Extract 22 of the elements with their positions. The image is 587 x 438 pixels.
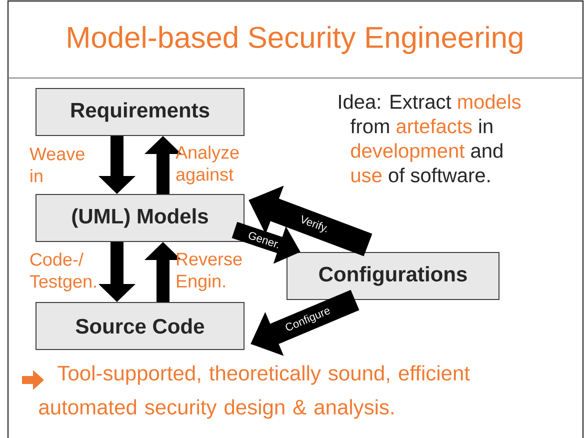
label: and [471, 143, 502, 158]
edge-label: Code-/ Testgen. [30, 252, 96, 292]
conclusion-text: Tool-supported, theoretically sound, efficient automated security design & analysis. [39, 365, 470, 419]
process-box: (UML) Models [36, 194, 244, 242]
label: development [351, 143, 465, 162]
process-box: Configurations [286, 252, 500, 300]
label: of software. [388, 168, 490, 182]
label: artefacts [396, 118, 472, 134]
label: models [458, 94, 521, 109]
process-box: Requirements [36, 88, 244, 136]
label: use [352, 171, 382, 182]
edge-label: Weave in [30, 148, 84, 182]
idea-text: Idea: Extract models from artefacts in development and use of software. [339, 94, 521, 182]
label: in [479, 118, 492, 134]
edge-label: Gener. [248, 232, 278, 248]
label: Idea: Extract [339, 94, 452, 109]
edge-label: Reverse Engin. [177, 252, 242, 292]
edge-label: Verify. [302, 215, 328, 233]
label: from [350, 118, 389, 134]
slide-title: Model-based Security Engineering [68, 26, 522, 54]
process-box: Source Code [36, 302, 244, 350]
edge-label: Analyze against [176, 146, 239, 184]
